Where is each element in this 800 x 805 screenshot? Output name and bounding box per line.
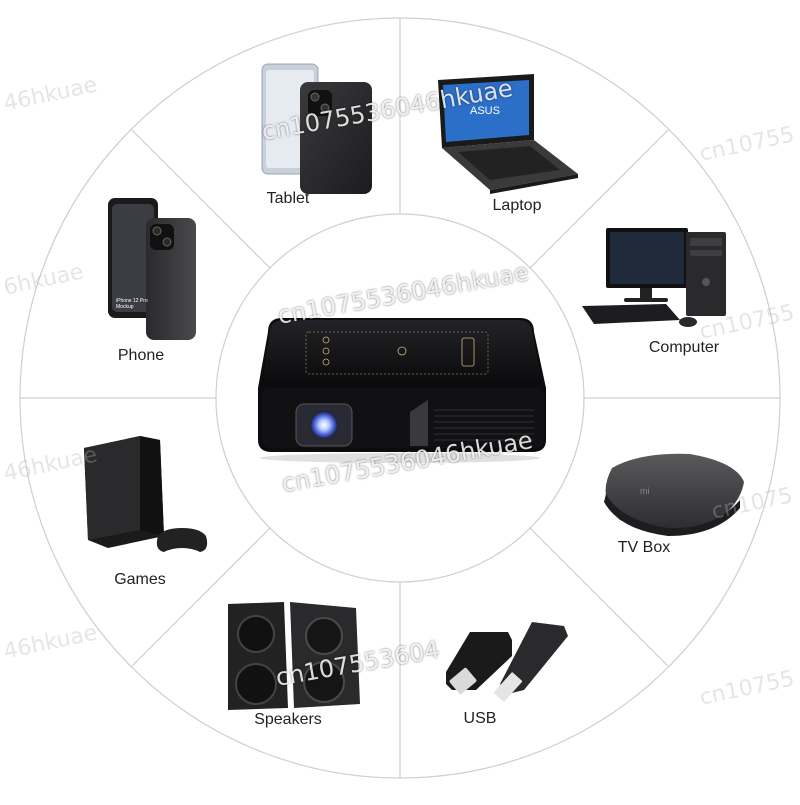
laptop-icon: ASUS bbox=[438, 74, 578, 194]
svg-text:mi: mi bbox=[640, 486, 650, 496]
computer-icon bbox=[582, 228, 726, 327]
usb-icon bbox=[446, 622, 568, 702]
label-usb: USB bbox=[463, 710, 497, 727]
label-computer: Computer bbox=[648, 339, 720, 356]
tablet-icon bbox=[261, 63, 372, 194]
laptop-brand-label: ASUS bbox=[470, 105, 500, 117]
label-tablet: Tablet bbox=[266, 190, 310, 207]
label-games: Games bbox=[114, 571, 166, 588]
projector-icon bbox=[258, 318, 546, 463]
speakers-icon bbox=[228, 602, 360, 710]
divider-spokes bbox=[20, 18, 780, 778]
games-icon bbox=[84, 436, 208, 552]
label-phone: Phone bbox=[117, 347, 165, 364]
tv-box-icon: mi bbox=[604, 453, 744, 536]
label-speakers: Speakers bbox=[254, 711, 322, 728]
label-tv-box: TV Box bbox=[617, 539, 671, 556]
phone-screen-text: iPhone 12 Pro Mockup bbox=[116, 298, 148, 310]
label-laptop: Laptop bbox=[492, 197, 542, 214]
phone-icon bbox=[108, 198, 196, 340]
